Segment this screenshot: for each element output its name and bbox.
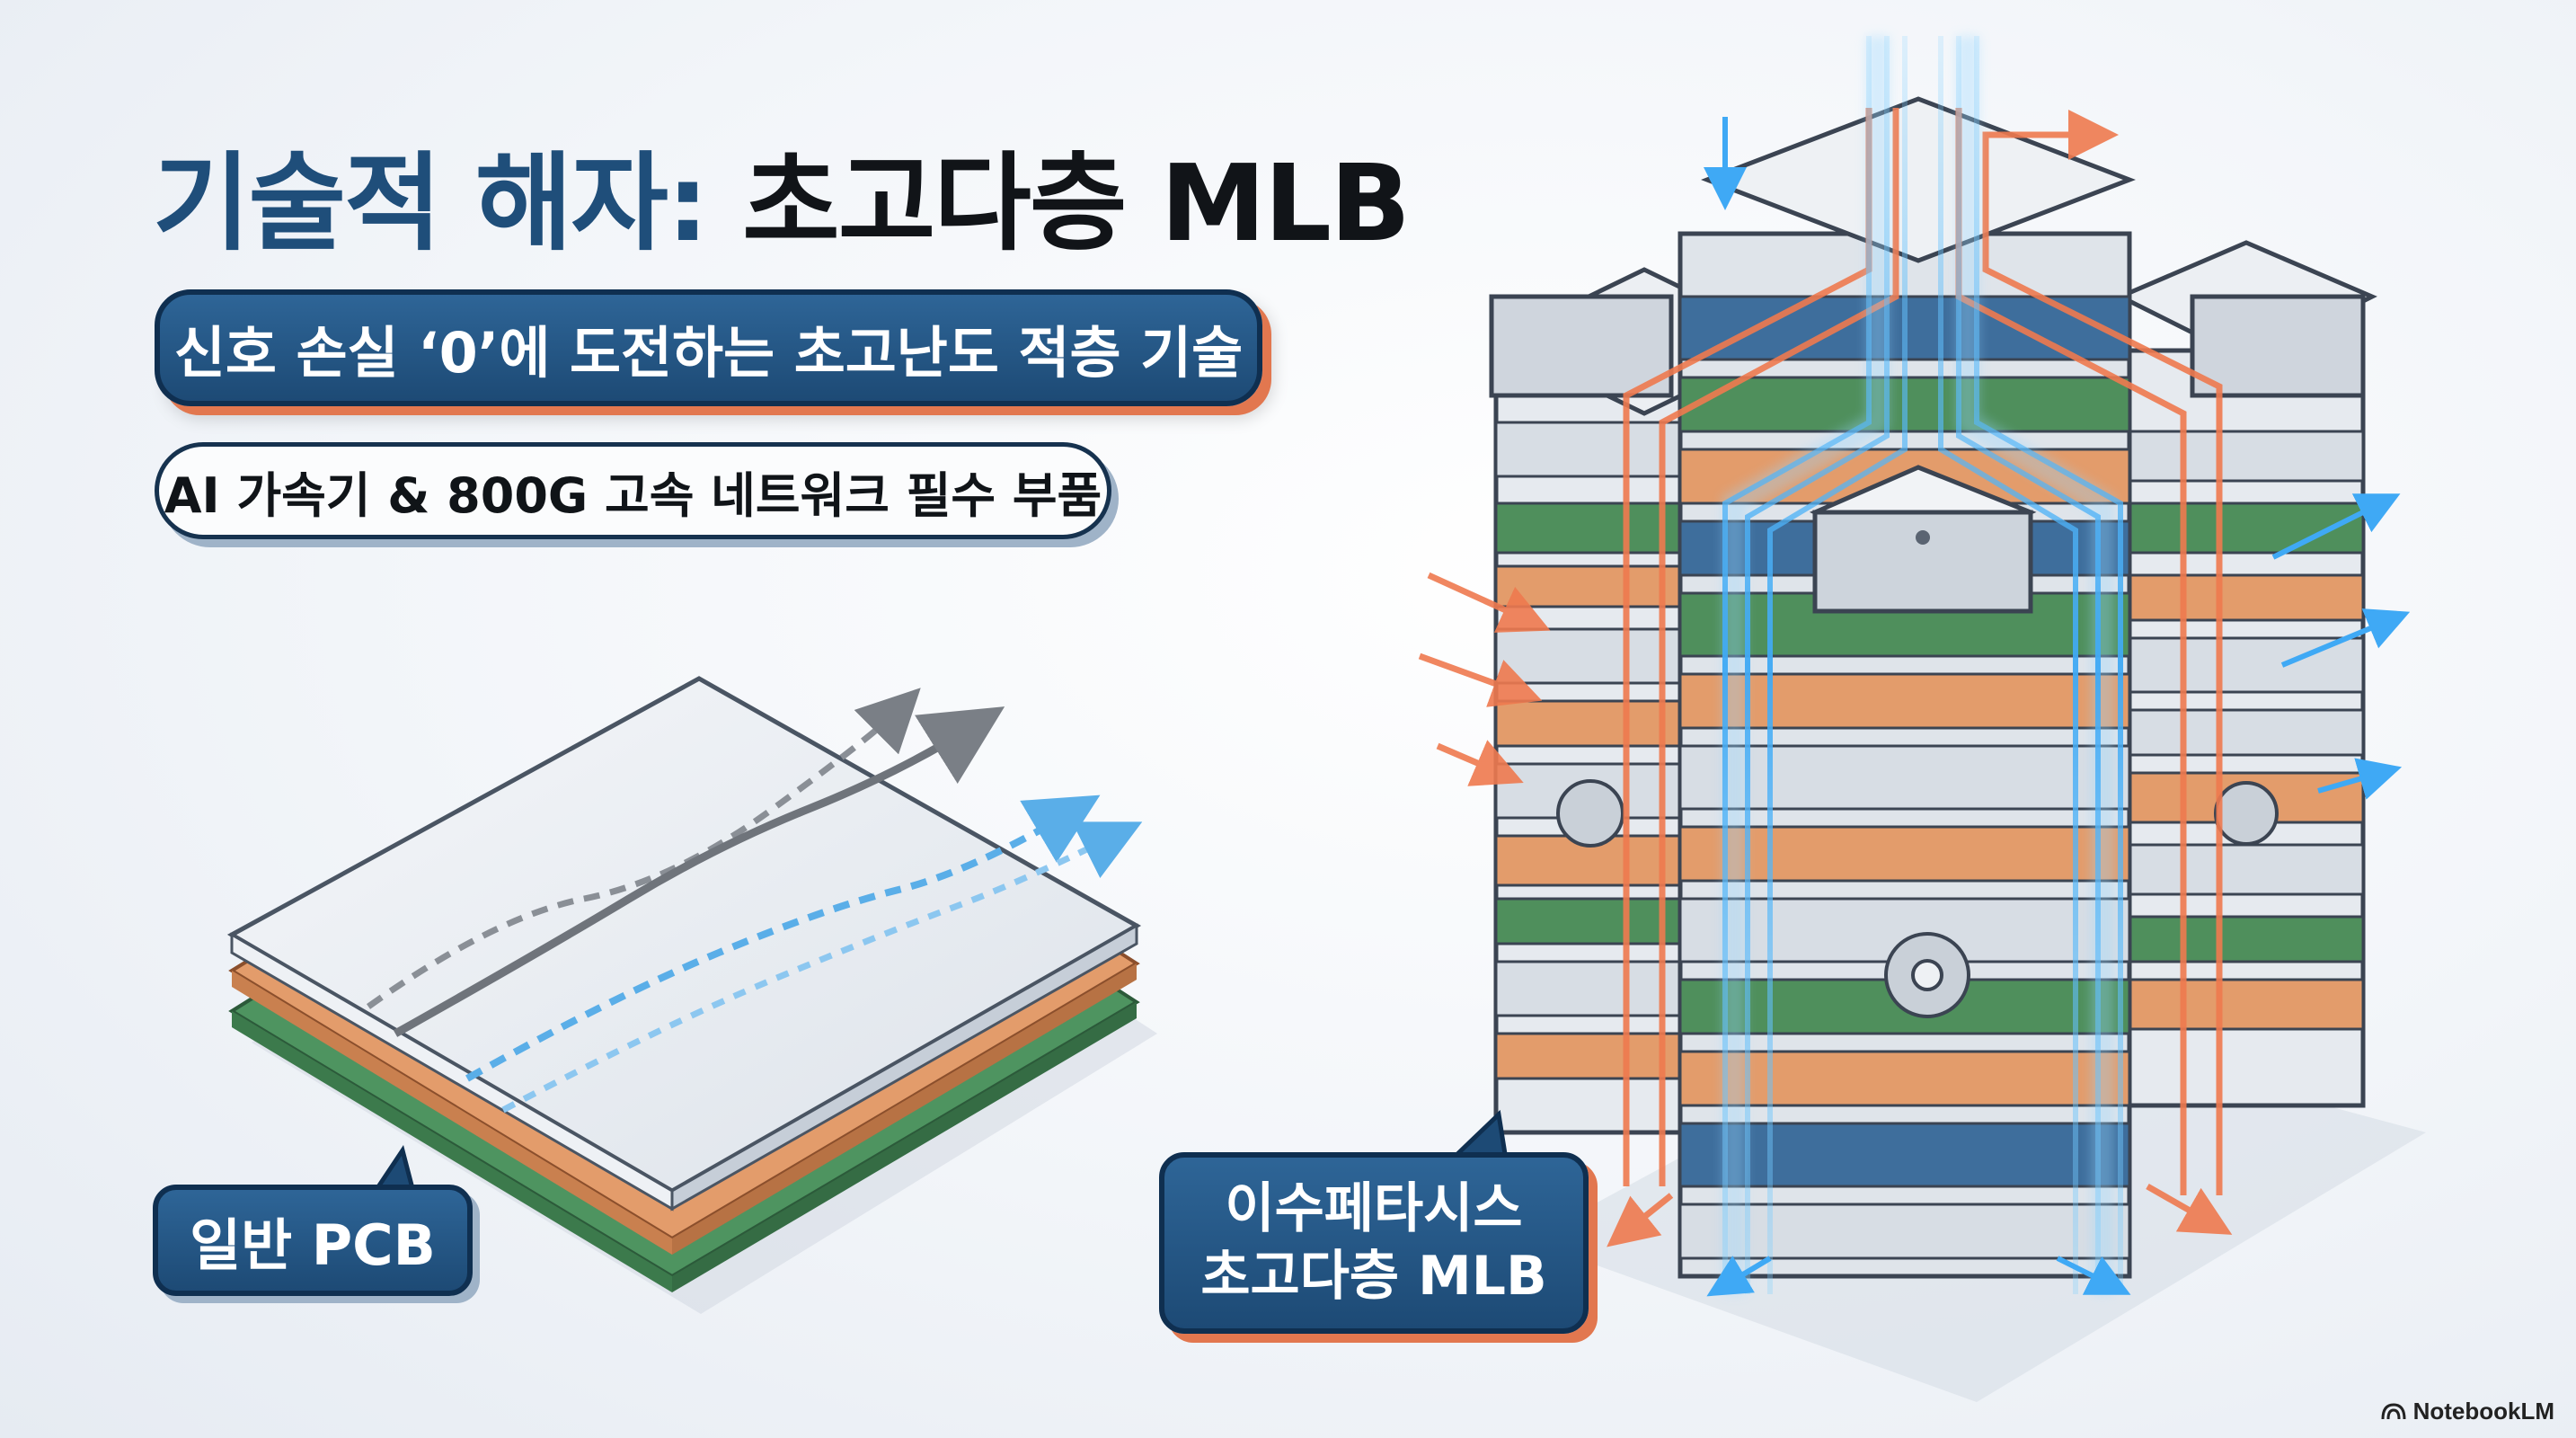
isu-mlb-label-line1: 이수페타시스 (1225, 1177, 1523, 1240)
ordinary-pcb-label-text: 일반 PCB (190, 1212, 436, 1278)
isu-mlb-label-line2: 초고다층 MLB (1200, 1245, 1547, 1308)
mlb-tower-illustration (1418, 36, 2426, 1402)
page-title: 기술적 해자: 초고다층 MLB (153, 117, 1411, 271)
title-part2: 초고다층 MLB (742, 141, 1411, 265)
isu-mlb-label: 이수페타시스 초고다층 MLB (1159, 1152, 1589, 1334)
notebooklm-watermark: NotebookLM (2381, 1398, 2554, 1425)
ordinary-pcb-label: 일반 PCB (153, 1185, 473, 1296)
title-part1: 기술적 해자: (153, 141, 709, 265)
notebooklm-logo-icon (2381, 1402, 2406, 1419)
subtitle-secondary-pill: AI 가속기 & 800G 고속 네트워크 필수 부품 (155, 442, 1111, 539)
watermark-text: NotebookLM (2412, 1398, 2554, 1425)
subtitle-primary-pill: 신호 손실 ‘0’에 도전하는 초고난도 적층 기술 (155, 289, 1262, 406)
blue-signal-lines (1704, 36, 2411, 1297)
gear-icon (1556, 779, 2279, 1018)
subtitle-secondary-text: AI 가속기 & 800G 고속 네트워크 필수 부품 (164, 466, 1102, 524)
subtitle-primary-text: 신호 손실 ‘0’에 도전하는 초고난도 적층 기술 (173, 320, 1244, 386)
ordinary-pcb-illustration (226, 676, 1157, 1314)
